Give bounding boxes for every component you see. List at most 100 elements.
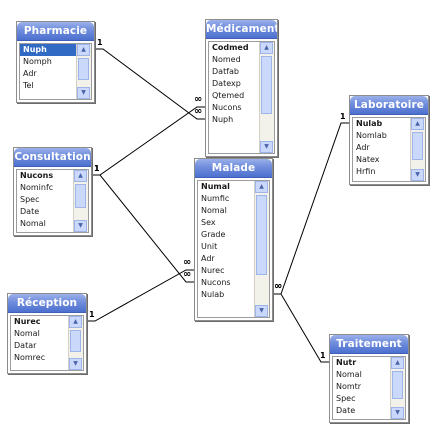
field-item[interactable]: Qtemed [212, 91, 245, 100]
field-item[interactable]: Date [20, 207, 40, 216]
field-item[interactable]: Nuph [20, 44, 77, 56]
relationship-line[interactable] [95, 48, 205, 120]
scroll-down-arrow-icon[interactable]: ▼ [74, 220, 87, 232]
scroll-thumb[interactable] [70, 330, 81, 352]
cardinality-one-label: 1 [89, 310, 95, 319]
field-item[interactable]: Nomlab [356, 131, 387, 140]
field-item[interactable]: Nomal [336, 370, 362, 379]
scrollbar[interactable]: ▲▼ [68, 316, 83, 370]
field-item[interactable]: Nucons [212, 103, 242, 112]
field-item[interactable]: Nomal [201, 206, 227, 215]
scroll-thumb[interactable] [392, 371, 403, 399]
scroll-thumb[interactable] [75, 184, 86, 208]
field-item[interactable]: Nomph [23, 57, 52, 66]
table-title[interactable]: Consultation [14, 148, 91, 167]
scroll-up-arrow-icon[interactable]: ▲ [77, 44, 90, 56]
field-item[interactable]: Adr [23, 69, 37, 78]
scroll-up-arrow-icon[interactable]: ▲ [411, 118, 424, 130]
scroll-down-arrow-icon[interactable]: ▼ [255, 305, 268, 317]
field-item[interactable]: Spec [336, 394, 356, 403]
cardinality-one-label: 1 [94, 164, 100, 173]
table-title[interactable]: Médicament [206, 20, 277, 39]
table-title[interactable]: Réception [8, 294, 86, 313]
scroll-down-arrow-icon[interactable]: ▼ [69, 358, 82, 370]
scroll-thumb[interactable] [412, 132, 423, 160]
field-item[interactable]: Datar [14, 341, 37, 350]
table-title[interactable]: Malade [195, 159, 272, 178]
field-item[interactable]: Grade [201, 230, 226, 239]
field-item[interactable]: Codmed [212, 43, 249, 52]
scroll-thumb[interactable] [261, 56, 272, 114]
field-item[interactable]: Nulab [356, 119, 383, 128]
field-item[interactable]: Nominfc [20, 183, 54, 192]
table-title[interactable]: Pharmacie [17, 22, 94, 41]
field-item[interactable]: Datfab [212, 67, 239, 76]
scroll-up-arrow-icon[interactable]: ▲ [69, 316, 82, 328]
cardinality-many-label: ∞ [274, 281, 283, 292]
scroll-down-arrow-icon[interactable]: ▼ [260, 141, 273, 153]
field-item[interactable]: Nomed [212, 55, 241, 64]
relationship-line[interactable] [87, 269, 194, 322]
scroll-up-arrow-icon[interactable]: ▲ [74, 170, 87, 182]
field-item[interactable]: Nomal [14, 329, 40, 338]
scrollbar[interactable]: ▲▼ [410, 118, 425, 181]
scroll-up-arrow-icon[interactable]: ▲ [391, 357, 404, 369]
field-item[interactable]: Tel [23, 81, 34, 90]
field-item[interactable]: Numfic [201, 194, 230, 203]
cardinality-one-label: 1 [320, 351, 326, 360]
scrollbar[interactable]: ▲▼ [259, 42, 274, 153]
field-item[interactable]: Nomtr [336, 382, 362, 391]
relationship-line[interactable] [92, 106, 205, 176]
field-item[interactable]: Nurec [201, 266, 225, 275]
scrollbar[interactable]: ▲▼ [73, 170, 88, 232]
scrollbar[interactable]: ▲▼ [390, 357, 405, 419]
scroll-down-arrow-icon[interactable]: ▼ [77, 87, 90, 99]
field-item[interactable]: Nomrec [14, 353, 46, 362]
scrollbar[interactable]: ▲▼ [254, 181, 269, 317]
scroll-up-arrow-icon[interactable]: ▲ [255, 181, 268, 193]
field-item[interactable]: Nulab [201, 290, 225, 299]
field-item[interactable]: Nomal [20, 219, 46, 228]
field-item[interactable]: Nucons [201, 278, 231, 287]
field-item[interactable]: Adr [201, 254, 215, 263]
scroll-thumb[interactable] [78, 58, 89, 80]
field-item[interactable]: Sex [201, 218, 216, 227]
field-item[interactable]: Date [336, 406, 356, 415]
field-item[interactable]: Spec [20, 195, 40, 204]
field-item[interactable]: Datexp [212, 79, 241, 88]
field-item[interactable]: Nutr [336, 358, 357, 367]
relationship-line[interactable] [273, 122, 349, 295]
field-item[interactable]: Unit [201, 242, 218, 251]
field-item[interactable]: Numal [201, 182, 230, 191]
scroll-down-arrow-icon[interactable]: ▼ [411, 169, 424, 181]
table-title[interactable]: Traitement [330, 335, 408, 354]
scroll-up-arrow-icon[interactable]: ▲ [260, 42, 273, 54]
field-item[interactable]: Nucons [20, 171, 54, 180]
field-item[interactable]: Nurec [14, 317, 41, 326]
field-item[interactable]: Hrfin [356, 167, 376, 176]
field-item[interactable]: Nuph [212, 115, 234, 124]
field-item[interactable]: Natex [356, 155, 380, 164]
scroll-thumb[interactable] [256, 195, 267, 275]
scroll-down-arrow-icon[interactable]: ▼ [391, 407, 404, 419]
field-item[interactable]: Adr [356, 143, 370, 152]
scrollbar[interactable]: ▲▼ [76, 44, 91, 99]
cardinality-many-label: ∞ [183, 257, 192, 268]
table-title[interactable]: Laboratoire [350, 96, 428, 115]
relationship-line[interactable] [92, 174, 194, 283]
